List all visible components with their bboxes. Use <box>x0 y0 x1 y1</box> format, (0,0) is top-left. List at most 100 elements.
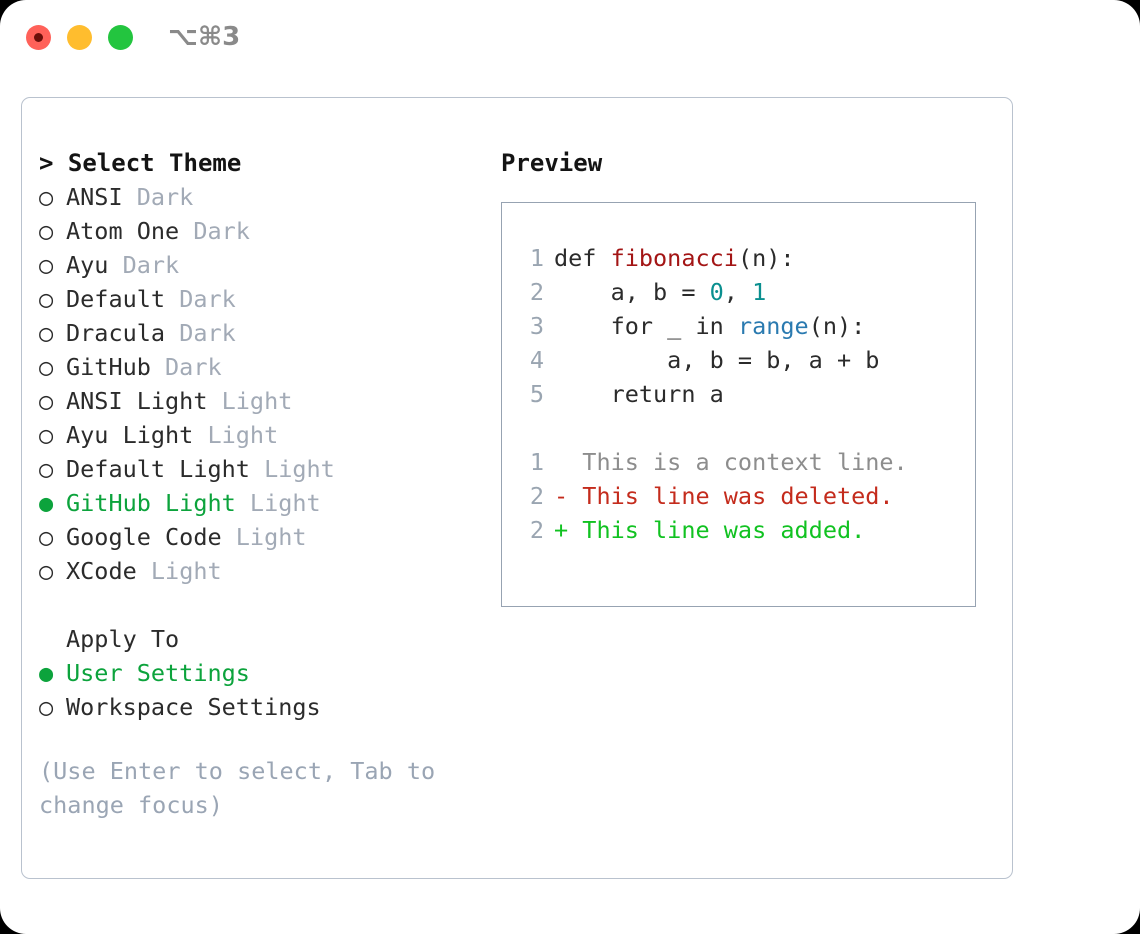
radio-unselected-icon: ○ <box>39 523 68 551</box>
code-token: (n): <box>737 244 795 272</box>
theme-name: Atom One <box>66 217 180 245</box>
code-line: 3 for _ in range(n): <box>502 309 975 343</box>
theme-name: Default <box>66 285 166 313</box>
apply-to-option-label: Workspace Settings <box>66 693 321 721</box>
apply-to-heading-label: Apply To <box>66 625 180 653</box>
diff-sign: - <box>554 482 583 510</box>
theme-variant-badge: Dark <box>122 183 194 211</box>
theme-variant-badge: Light <box>193 421 279 449</box>
code-token: return a <box>554 380 724 408</box>
radio-unselected-icon: ○ <box>39 353 68 381</box>
diff-sample: 1 This is a context line. 2- This line wa… <box>502 445 975 547</box>
code-line: 2 a, b = 0, 1 <box>502 275 975 309</box>
theme-name: GitHub <box>66 353 151 381</box>
theme-variant-badge: Dark <box>165 319 236 347</box>
theme-list-item[interactable]: ● GitHub Light Light <box>39 486 489 520</box>
radio-unselected-icon: ○ <box>39 387 68 415</box>
theme-name: Google Code <box>66 523 222 551</box>
window-controls <box>26 25 133 50</box>
theme-list-item[interactable]: ○ Default Dark <box>39 282 489 316</box>
theme-list-item[interactable]: ○ Google Code Light <box>39 520 489 554</box>
theme-name: Ayu <box>66 251 109 279</box>
code-token: a, b = <box>554 278 710 306</box>
theme-name: Ayu Light <box>66 421 194 449</box>
theme-variant-badge: Light <box>221 523 307 551</box>
radio-selected-icon: ● <box>39 659 68 687</box>
code-line-number: 3 <box>529 312 544 340</box>
theme-list-item[interactable]: ○ GitHub Dark <box>39 350 489 384</box>
focus-caret-icon: > <box>39 149 68 177</box>
theme-list: ○ ANSI Dark○ Atom One Dark○ Ayu Dark○ De… <box>39 180 489 588</box>
code-line-number: 1 <box>529 244 544 272</box>
code-line: 1 def fibonacci(n): <box>502 241 975 275</box>
close-window-button[interactable] <box>26 25 51 50</box>
code-token: for _ in <box>554 312 738 340</box>
diff-text: This is a context line. <box>582 448 908 476</box>
theme-list-item[interactable]: ○ ANSI Light Light <box>39 384 489 418</box>
theme-variant-badge: Dark <box>150 353 222 381</box>
code-token: a, b = b, a + b <box>554 346 880 374</box>
select-theme-heading-label: Select Theme <box>67 149 242 177</box>
code-line: 4 a, b = b, a + b <box>502 343 975 377</box>
select-theme-heading: > Select Theme <box>39 146 489 180</box>
code-line: 5 return a <box>502 377 975 411</box>
theme-name: ANSI Light <box>66 387 208 415</box>
theme-selector-column: > Select Theme ○ ANSI Dark○ Atom One Dar… <box>39 146 489 822</box>
theme-name: Default Light <box>66 455 250 483</box>
apply-to-heading-indent <box>39 622 66 656</box>
code-token: fibonacci <box>610 244 738 272</box>
code-line-number: 5 <box>529 380 544 408</box>
radio-unselected-icon: ○ <box>39 319 68 347</box>
diff-line: 2 + This line was added. <box>502 513 975 547</box>
maximize-window-button[interactable] <box>108 25 133 50</box>
theme-variant-badge: Light <box>235 489 321 517</box>
theme-variant-badge: Dark <box>165 285 236 313</box>
list-spacer <box>39 588 489 622</box>
theme-list-item[interactable]: ○ XCode Light <box>39 554 489 588</box>
radio-unselected-icon: ○ <box>39 693 68 721</box>
code-line-number: 2 <box>529 278 544 306</box>
apply-to-list: ● User Settings○ Workspace Settings <box>39 656 489 724</box>
code-token: (n): <box>808 312 866 340</box>
theme-name: GitHub Light <box>66 489 236 517</box>
diff-line-number: 1 <box>529 448 544 476</box>
theme-name: Dracula <box>66 319 166 347</box>
code-token: def <box>554 244 611 272</box>
theme-list-item[interactable]: ○ Default Light Light <box>39 452 489 486</box>
theme-list-item[interactable]: ○ Dracula Dark <box>39 316 489 350</box>
code-token: , <box>723 278 753 306</box>
code-line-number: 4 <box>529 346 544 374</box>
radio-unselected-icon: ○ <box>39 217 68 245</box>
apply-to-option[interactable]: ● User Settings <box>39 656 489 690</box>
diff-sign: + <box>554 516 583 544</box>
radio-unselected-icon: ○ <box>39 285 68 313</box>
theme-list-item[interactable]: ○ Ayu Dark <box>39 248 489 282</box>
theme-variant-badge: Light <box>249 455 335 483</box>
apply-to-option-label: User Settings <box>66 659 250 687</box>
theme-variant-badge: Dark <box>108 251 180 279</box>
minimize-window-button[interactable] <box>67 25 92 50</box>
preview-heading: Preview <box>501 149 603 177</box>
code-token: 1 <box>752 278 767 306</box>
diff-text: This line was added. <box>582 516 866 544</box>
theme-name: XCode <box>66 557 137 585</box>
code-token: 0 <box>709 278 724 306</box>
diff-line-number: 2 <box>529 516 544 544</box>
apply-to-heading: Apply To <box>39 622 489 656</box>
apply-to-option[interactable]: ○ Workspace Settings <box>39 690 489 724</box>
radio-selected-icon: ● <box>39 489 68 517</box>
theme-list-item[interactable]: ○ ANSI Dark <box>39 180 489 214</box>
keyboard-hint-text: (Use Enter to select, Tab to change focu… <box>39 757 436 819</box>
title-bar: ⌥⌘3 <box>0 0 1140 78</box>
theme-list-item[interactable]: ○ Atom One Dark <box>39 214 489 248</box>
theme-list-item[interactable]: ○ Ayu Light Light <box>39 418 489 452</box>
theme-variant-badge: Dark <box>179 217 250 245</box>
diff-text: This line was deleted. <box>582 482 894 510</box>
radio-unselected-icon: ○ <box>39 251 68 279</box>
diff-line: 2- This line was deleted. <box>502 479 975 513</box>
theme-name: ANSI <box>66 183 123 211</box>
